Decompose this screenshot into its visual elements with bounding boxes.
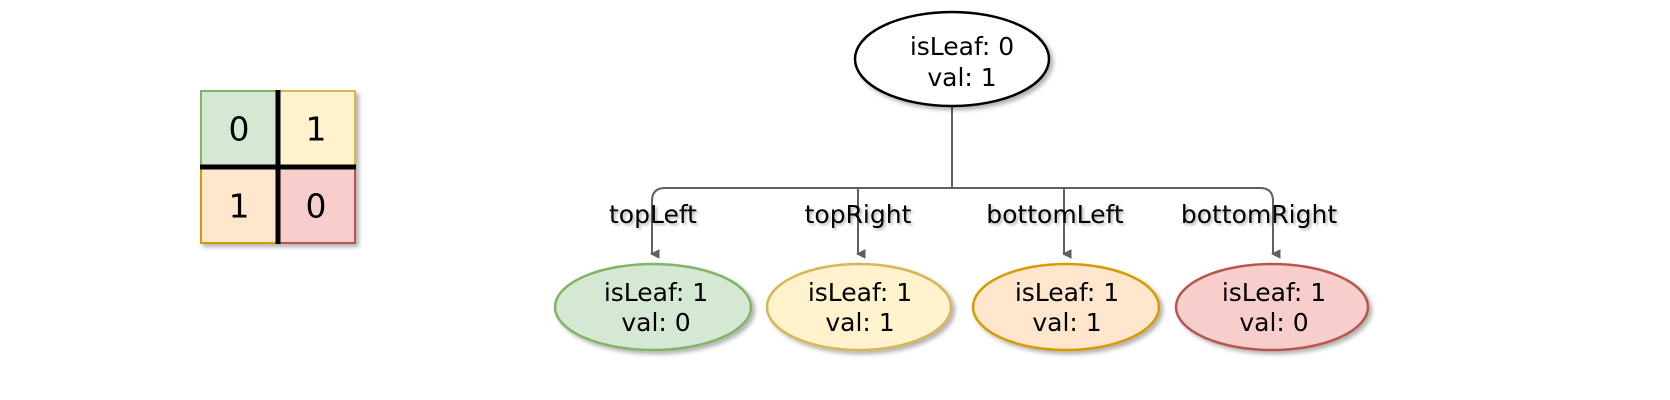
leaf-topright[interactable]: isLeaf: 1 val: 1 bbox=[765, 262, 953, 352]
leaf-topleft[interactable]: isLeaf: 1 val: 0 bbox=[553, 262, 753, 352]
edge-label-topleft: topLeft bbox=[609, 200, 697, 229]
root-node-shape bbox=[853, 10, 1051, 108]
leaf-topleft-shape bbox=[553, 262, 753, 352]
grid-dividers bbox=[200, 90, 356, 244]
grid-cell-topright bbox=[277, 90, 356, 168]
edge-label-bottomright: bottomRight bbox=[1181, 200, 1337, 229]
grid-cell-label-bottomleft: 1 bbox=[229, 187, 250, 226]
grid-cell-label-topleft: 0 bbox=[229, 110, 250, 149]
tree-edges bbox=[652, 105, 1273, 254]
leaf-topright-shape bbox=[765, 262, 953, 352]
edge-labels: topLeft topRight bottomLeft bottomRight bbox=[609, 200, 1337, 229]
leaf-bottomright-shape bbox=[1174, 262, 1370, 352]
leaf-bottomright[interactable]: isLeaf: 1 val: 0 bbox=[1174, 262, 1370, 352]
grid-cell-bottomright bbox=[277, 166, 356, 244]
grid-cell-label-bottomright: 0 bbox=[306, 187, 327, 226]
grid-cell-label-topright: 1 bbox=[306, 110, 327, 149]
edge-label-bottomleft: bottomLeft bbox=[986, 200, 1124, 229]
root-node-line1: isLeaf: 0 bbox=[910, 32, 1014, 61]
root-node[interactable]: isLeaf: 0 val: 1 bbox=[853, 10, 1051, 108]
leaf-bottomleft[interactable]: isLeaf: 1 val: 1 bbox=[971, 262, 1161, 352]
edge-label-topright: topRight bbox=[805, 200, 912, 229]
grid-cell-labels: 0 1 1 0 bbox=[229, 110, 327, 226]
leaf-topright-line2: val: 1 bbox=[825, 308, 894, 337]
leaf-topleft-line2: val: 0 bbox=[621, 308, 690, 337]
leaf-bottomleft-line2: val: 1 bbox=[1032, 308, 1101, 337]
grid-cell-topleft bbox=[200, 90, 279, 168]
leaf-topright-line1: isLeaf: 1 bbox=[808, 278, 912, 307]
edge-bottomright bbox=[952, 187, 1273, 254]
leaf-bottomleft-line1: isLeaf: 1 bbox=[1015, 278, 1119, 307]
edge-topleft bbox=[652, 187, 952, 254]
leaf-bottomright-line1: isLeaf: 1 bbox=[1222, 278, 1326, 307]
root-node-line2: val: 1 bbox=[927, 63, 996, 92]
leaf-bottomleft-shape bbox=[971, 262, 1161, 352]
leaf-topleft-line1: isLeaf: 1 bbox=[604, 278, 708, 307]
leaf-bottomright-line2: val: 0 bbox=[1239, 308, 1308, 337]
